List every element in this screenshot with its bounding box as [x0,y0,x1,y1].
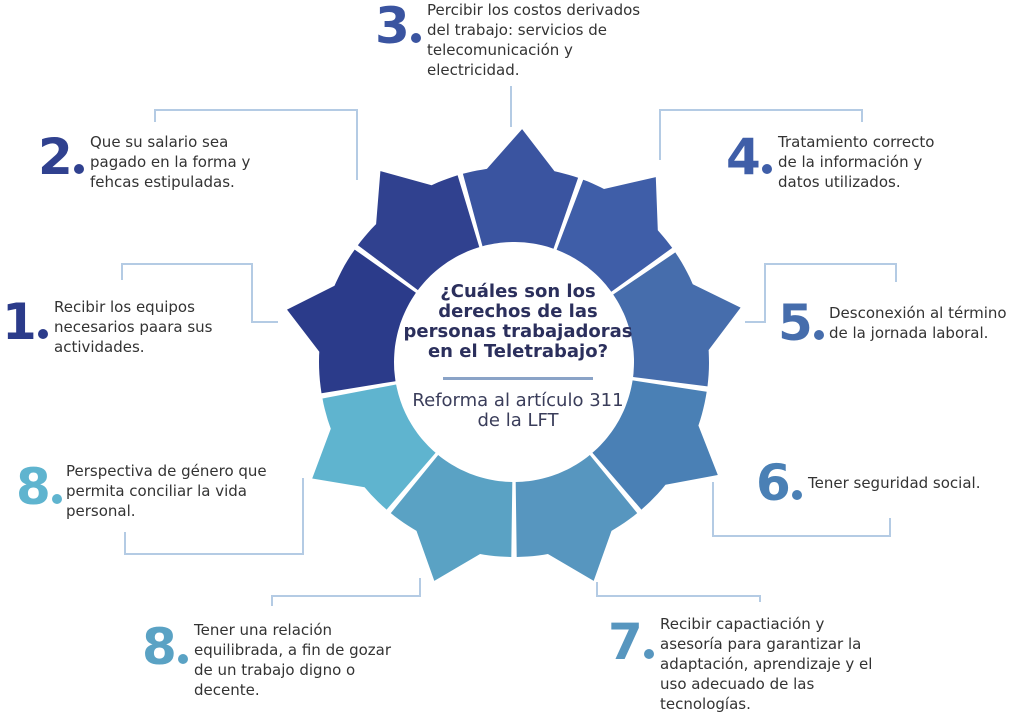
wheel-segment-3 [462,129,579,249]
center-question-line-4: en el Teletrabajo? [427,341,609,362]
item-3-number: 3 [375,1,421,51]
center-question-line-2: derechos de las [438,301,598,322]
item-2-number: 2 [38,132,84,182]
center-title-block: ¿Cuáles son los derechos de las personas… [392,282,644,431]
center-divider [443,377,593,380]
connector-2 [154,109,358,180]
center-subtitle-line-2: de la LFT [477,410,559,431]
wheel-segment-4 [556,177,673,292]
center-question-line-1: ¿Cuáles son los [440,281,596,302]
wheel-segment-5 [613,252,741,387]
connector-6 [712,482,891,537]
connector-8-bottom [271,578,421,606]
item-5-number: 5 [778,298,824,348]
item-7-number: 7 [608,617,654,667]
center-question: ¿Cuáles son los derechos de las personas… [392,282,644,362]
wheel-segment-2 [357,171,480,291]
wheel-segment-8-bottom [390,455,513,581]
center-question-line-3: personas trabajadoras [403,321,633,342]
center-subtitle-line-1: Reforma al artículo 311 [412,390,624,411]
wheel-center-circle [395,243,633,481]
connector-8-left [124,478,304,555]
connector-4 [659,109,863,160]
center-subtitle: Reforma al artículo 311 de la LFT [392,391,644,431]
wheel-segment-6 [592,380,718,510]
connector-5 [745,263,897,323]
item-8-left-number: 8 [16,462,62,512]
wheel-segment-7 [515,455,638,581]
connector-7 [596,582,761,602]
item-6-number: 6 [756,458,802,508]
item-4-number: 4 [726,132,772,182]
connector-1 [121,263,278,323]
item-1-number: 1 [2,297,48,347]
wheel-segment-8-left [312,384,436,510]
item-8-bottom-number: 8 [142,622,188,672]
item-6-text: Tener seguridad social. [808,474,981,492]
wheel-segment-1 [287,249,416,394]
